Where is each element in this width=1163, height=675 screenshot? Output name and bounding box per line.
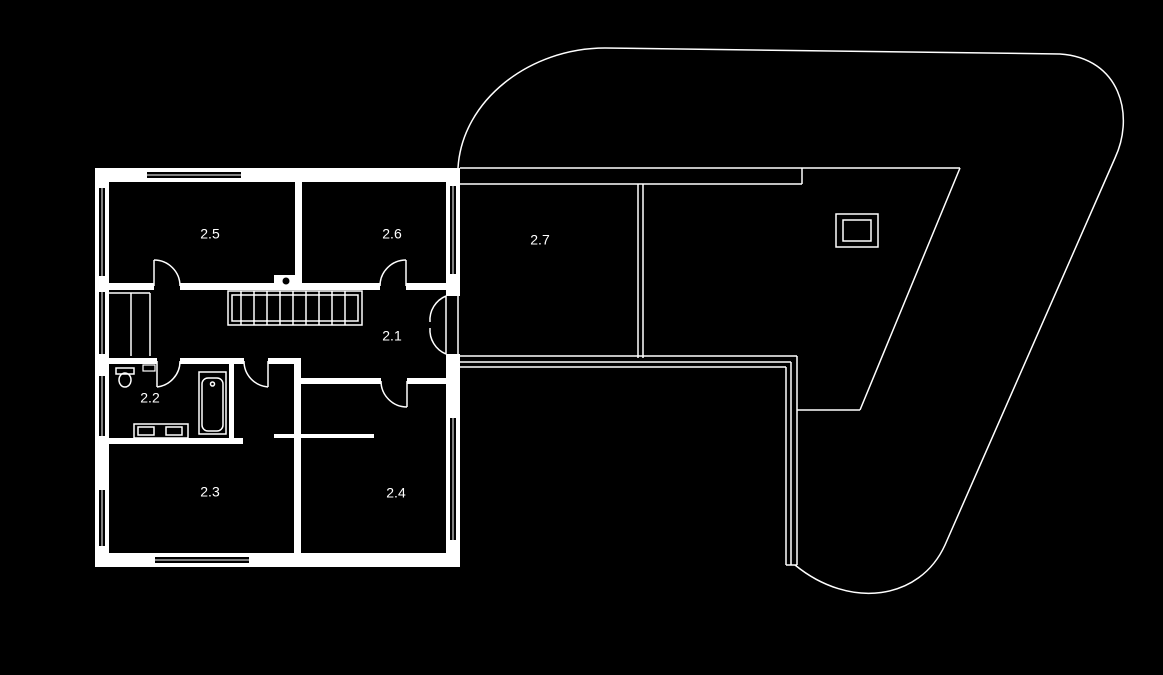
wall-room24-top-right [407,378,446,384]
roof-curve-path [457,47,1124,594]
wall-bath-bottom [109,438,243,444]
wall-bottom [95,553,460,567]
wall-rooms-divider-top [295,182,302,286]
roof-outline [457,47,1124,594]
wall-bath-top-2 [180,358,244,364]
wall-room24-top-left [301,378,381,384]
balcony-door-opening [446,296,460,354]
wall-rooms-divider-bottom [294,358,301,553]
toilet-icon [115,367,135,388]
corridor-storage [109,292,151,356]
wall-wardrobe [274,434,374,438]
room-label-2-6: 2.6 [382,226,402,242]
room-label-2-5: 2.5 [200,226,220,242]
column [274,275,296,287]
bathtub [198,371,227,435]
balcony-door [429,295,459,355]
wall-left [95,168,109,567]
terrace-diagonal [859,167,961,411]
skylight [835,213,879,248]
room-labels: 2.5 2.6 2.7 2.1 2.2 2.3 2.4 [140,226,550,501]
wall-right [446,168,460,567]
wall-top [95,168,460,182]
staircase [227,290,363,326]
room-label-2-1: 2.1 [382,328,402,344]
washbasin-small [142,364,156,372]
room-label-2-4: 2.4 [386,485,406,501]
terrace-lines [460,167,961,566]
wall-corridor-top-left [109,283,154,290]
exterior-walls [95,168,460,567]
wall-corridor-top-right [406,283,446,290]
doors [153,259,408,408]
room-label-2-3: 2.3 [200,484,220,500]
wall-closet-right [268,358,298,364]
wall-bath-top [109,358,157,364]
windows [99,172,456,563]
wall-bath-divider [229,364,234,442]
room-label-2-7: 2.7 [530,232,550,248]
room-label-2-2: 2.2 [140,390,160,406]
double-sink [133,423,189,439]
